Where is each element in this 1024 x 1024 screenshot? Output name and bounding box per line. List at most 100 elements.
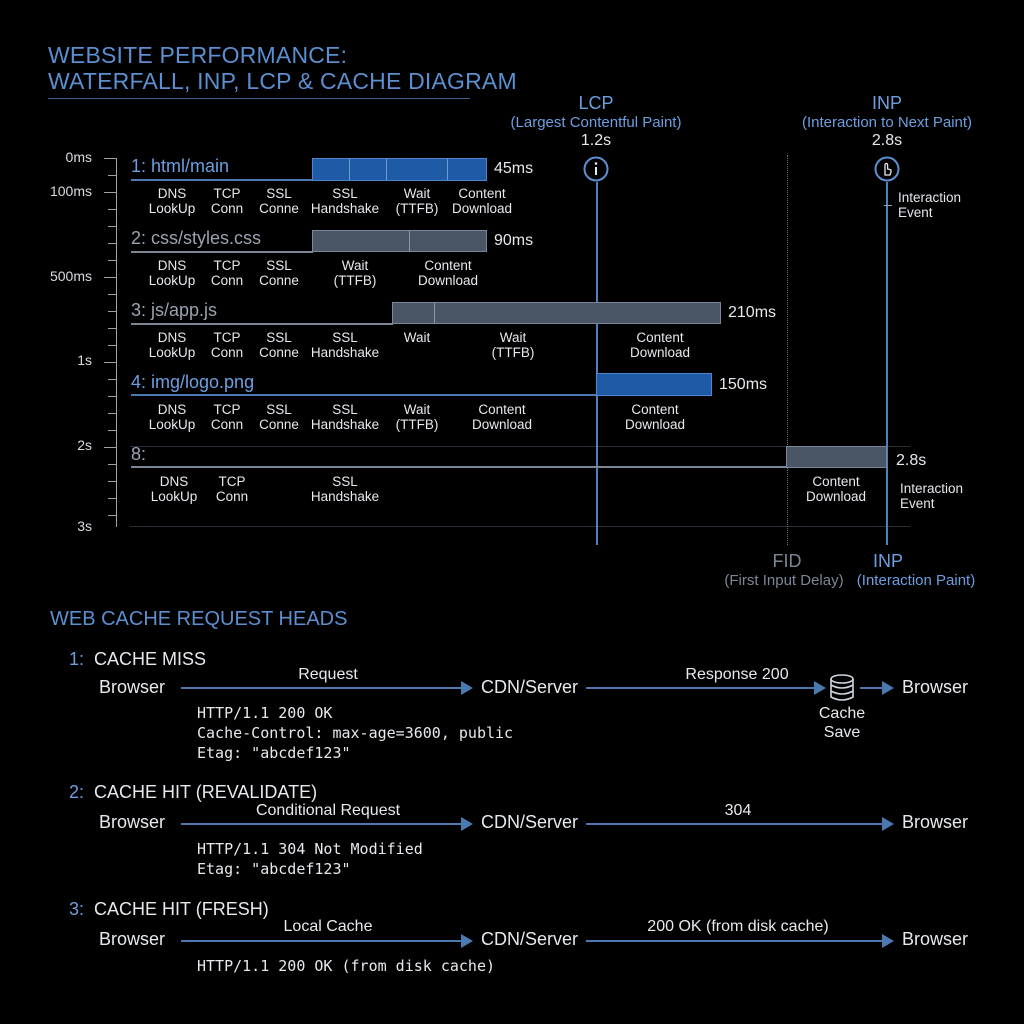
response-headers: HTTP/1.1 200 OK (from disk cache) — [197, 957, 496, 975]
axis-label-3s: 3s — [77, 518, 92, 534]
gridline-3s — [130, 526, 910, 527]
case-name: CACHE MISS — [94, 649, 207, 669]
axis-line — [116, 158, 117, 527]
axis-tick — [108, 175, 116, 176]
save-arrow — [860, 681, 894, 695]
axis-tick — [108, 379, 116, 380]
axis-tick — [108, 413, 116, 414]
phase-label: TCP Conn — [210, 402, 244, 432]
axis-label-2s: 2s — [77, 437, 92, 453]
lcp-value: 1.2s — [580, 132, 612, 149]
case-number: 1: — [69, 649, 85, 669]
phase-label: Content Download — [417, 258, 479, 288]
fid-title: FID — [772, 551, 802, 571]
node-cdn-server: CDN/Server — [481, 677, 579, 697]
request-label: Local Cache — [283, 918, 373, 935]
page-title: WEBSITE PERFORMANCE: WATERFALL, INP, LCP… — [48, 42, 517, 94]
row-baseline — [131, 251, 313, 253]
timing-bar[interactable] — [312, 230, 487, 252]
phase-label: Wait (TTFB) — [491, 330, 535, 360]
row-label: 4: img/logo.png — [131, 372, 255, 392]
phase-label: DNS LookUp — [148, 258, 196, 288]
row-baseline — [131, 323, 393, 325]
inp-value: 2.8s — [871, 132, 903, 149]
inp-event-bottom: Interaction Event — [900, 481, 964, 511]
case-number: 2: — [69, 782, 85, 802]
node-browser: Browser — [99, 929, 166, 949]
phase-label: DNS LookUp — [148, 186, 196, 216]
axis-label-500ms: 500ms — [49, 268, 92, 284]
phase-label: Content Download — [624, 402, 686, 432]
axis-tick — [104, 158, 116, 159]
row-duration: 2.8s — [896, 452, 927, 469]
phase-label: Wait (TTFB) — [333, 258, 377, 288]
timing-bar[interactable] — [596, 373, 712, 396]
lcp-title: LCP — [578, 93, 614, 113]
segment-divider — [409, 231, 410, 251]
phase-label: SSL Handshake — [310, 186, 380, 216]
segment-divider — [434, 303, 435, 323]
response-arrow — [586, 934, 894, 948]
phase-label: TCP Conn — [210, 258, 244, 288]
row-baseline — [131, 179, 313, 181]
axis-tick — [108, 226, 116, 227]
response-label: 304 — [724, 802, 752, 819]
axis-tick — [108, 498, 116, 499]
axis-tick — [104, 447, 116, 448]
lcp-subtitle: (Largest Contentful Paint) — [510, 114, 682, 131]
node-browser-end: Browser — [902, 677, 969, 697]
phase-label: DNS LookUp — [150, 474, 198, 504]
node-cdn-server: CDN/Server — [481, 929, 579, 949]
axis-tick — [108, 464, 116, 465]
phase-label: Wait (TTFB) — [395, 186, 439, 216]
event-tick — [884, 205, 892, 206]
request-arrow — [181, 681, 473, 695]
phase-label: TCP Conn — [210, 186, 244, 216]
axis-tick — [104, 192, 116, 193]
inp-event-top: Interaction Event — [898, 190, 962, 220]
request-label: Conditional Request — [255, 802, 401, 819]
row-label: 8: — [131, 444, 147, 464]
inp-line — [886, 182, 888, 545]
phase-label: SSL Handshake — [310, 474, 380, 504]
axis-tick — [108, 311, 116, 312]
axis-tick — [108, 396, 116, 397]
case-name: CACHE HIT (FRESH) — [94, 899, 269, 919]
row-label: 1: html/main — [131, 156, 230, 176]
axis-label-0ms: 0ms — [65, 149, 92, 165]
phase-label: DNS LookUp — [148, 402, 196, 432]
gridline-2s — [130, 446, 910, 447]
phase-label: Content Download — [805, 474, 867, 504]
node-browser-end: Browser — [902, 812, 969, 832]
row-baseline — [131, 466, 787, 468]
axis-label-1s: 1s — [77, 352, 92, 368]
case-heading: 3: CACHE HIT (FRESH) — [69, 899, 269, 920]
phase-label: Content Download — [629, 330, 691, 360]
inp-subtitle: (Interaction to Next Paint) — [801, 114, 973, 131]
node-cdn-server: CDN/Server — [481, 812, 579, 832]
axis-tick — [108, 328, 116, 329]
request-arrow — [181, 817, 473, 831]
title-line-2: WATERFALL, INP, LCP & CACHE DIAGRAM — [48, 68, 517, 94]
phase-label: SSL Handshake — [310, 330, 380, 360]
axis-tick — [104, 362, 116, 363]
inp-bottom-title: INP — [872, 551, 904, 571]
request-label: Request — [298, 666, 358, 683]
cache-section-title: WEB CACHE REQUEST HEADS — [50, 608, 348, 630]
segment-divider — [447, 159, 448, 180]
timing-bar[interactable] — [392, 302, 721, 324]
phase-label: SSL Conne — [259, 330, 299, 360]
row-duration: 150ms — [719, 376, 768, 393]
axis-tick — [108, 243, 116, 244]
timing-bar[interactable] — [312, 158, 487, 181]
fid-line — [787, 155, 788, 545]
tap-icon — [874, 156, 900, 182]
phase-label: SSL Handshake — [310, 402, 380, 432]
title-underline — [48, 98, 470, 99]
axis-tick — [108, 430, 116, 431]
node-browser-end: Browser — [902, 929, 969, 949]
info-icon — [583, 156, 609, 182]
timing-bar[interactable] — [786, 446, 887, 468]
response-headers: HTTP/1.1 200 OK Cache-Control: max-age=3… — [197, 704, 514, 762]
segment-divider — [386, 159, 387, 180]
